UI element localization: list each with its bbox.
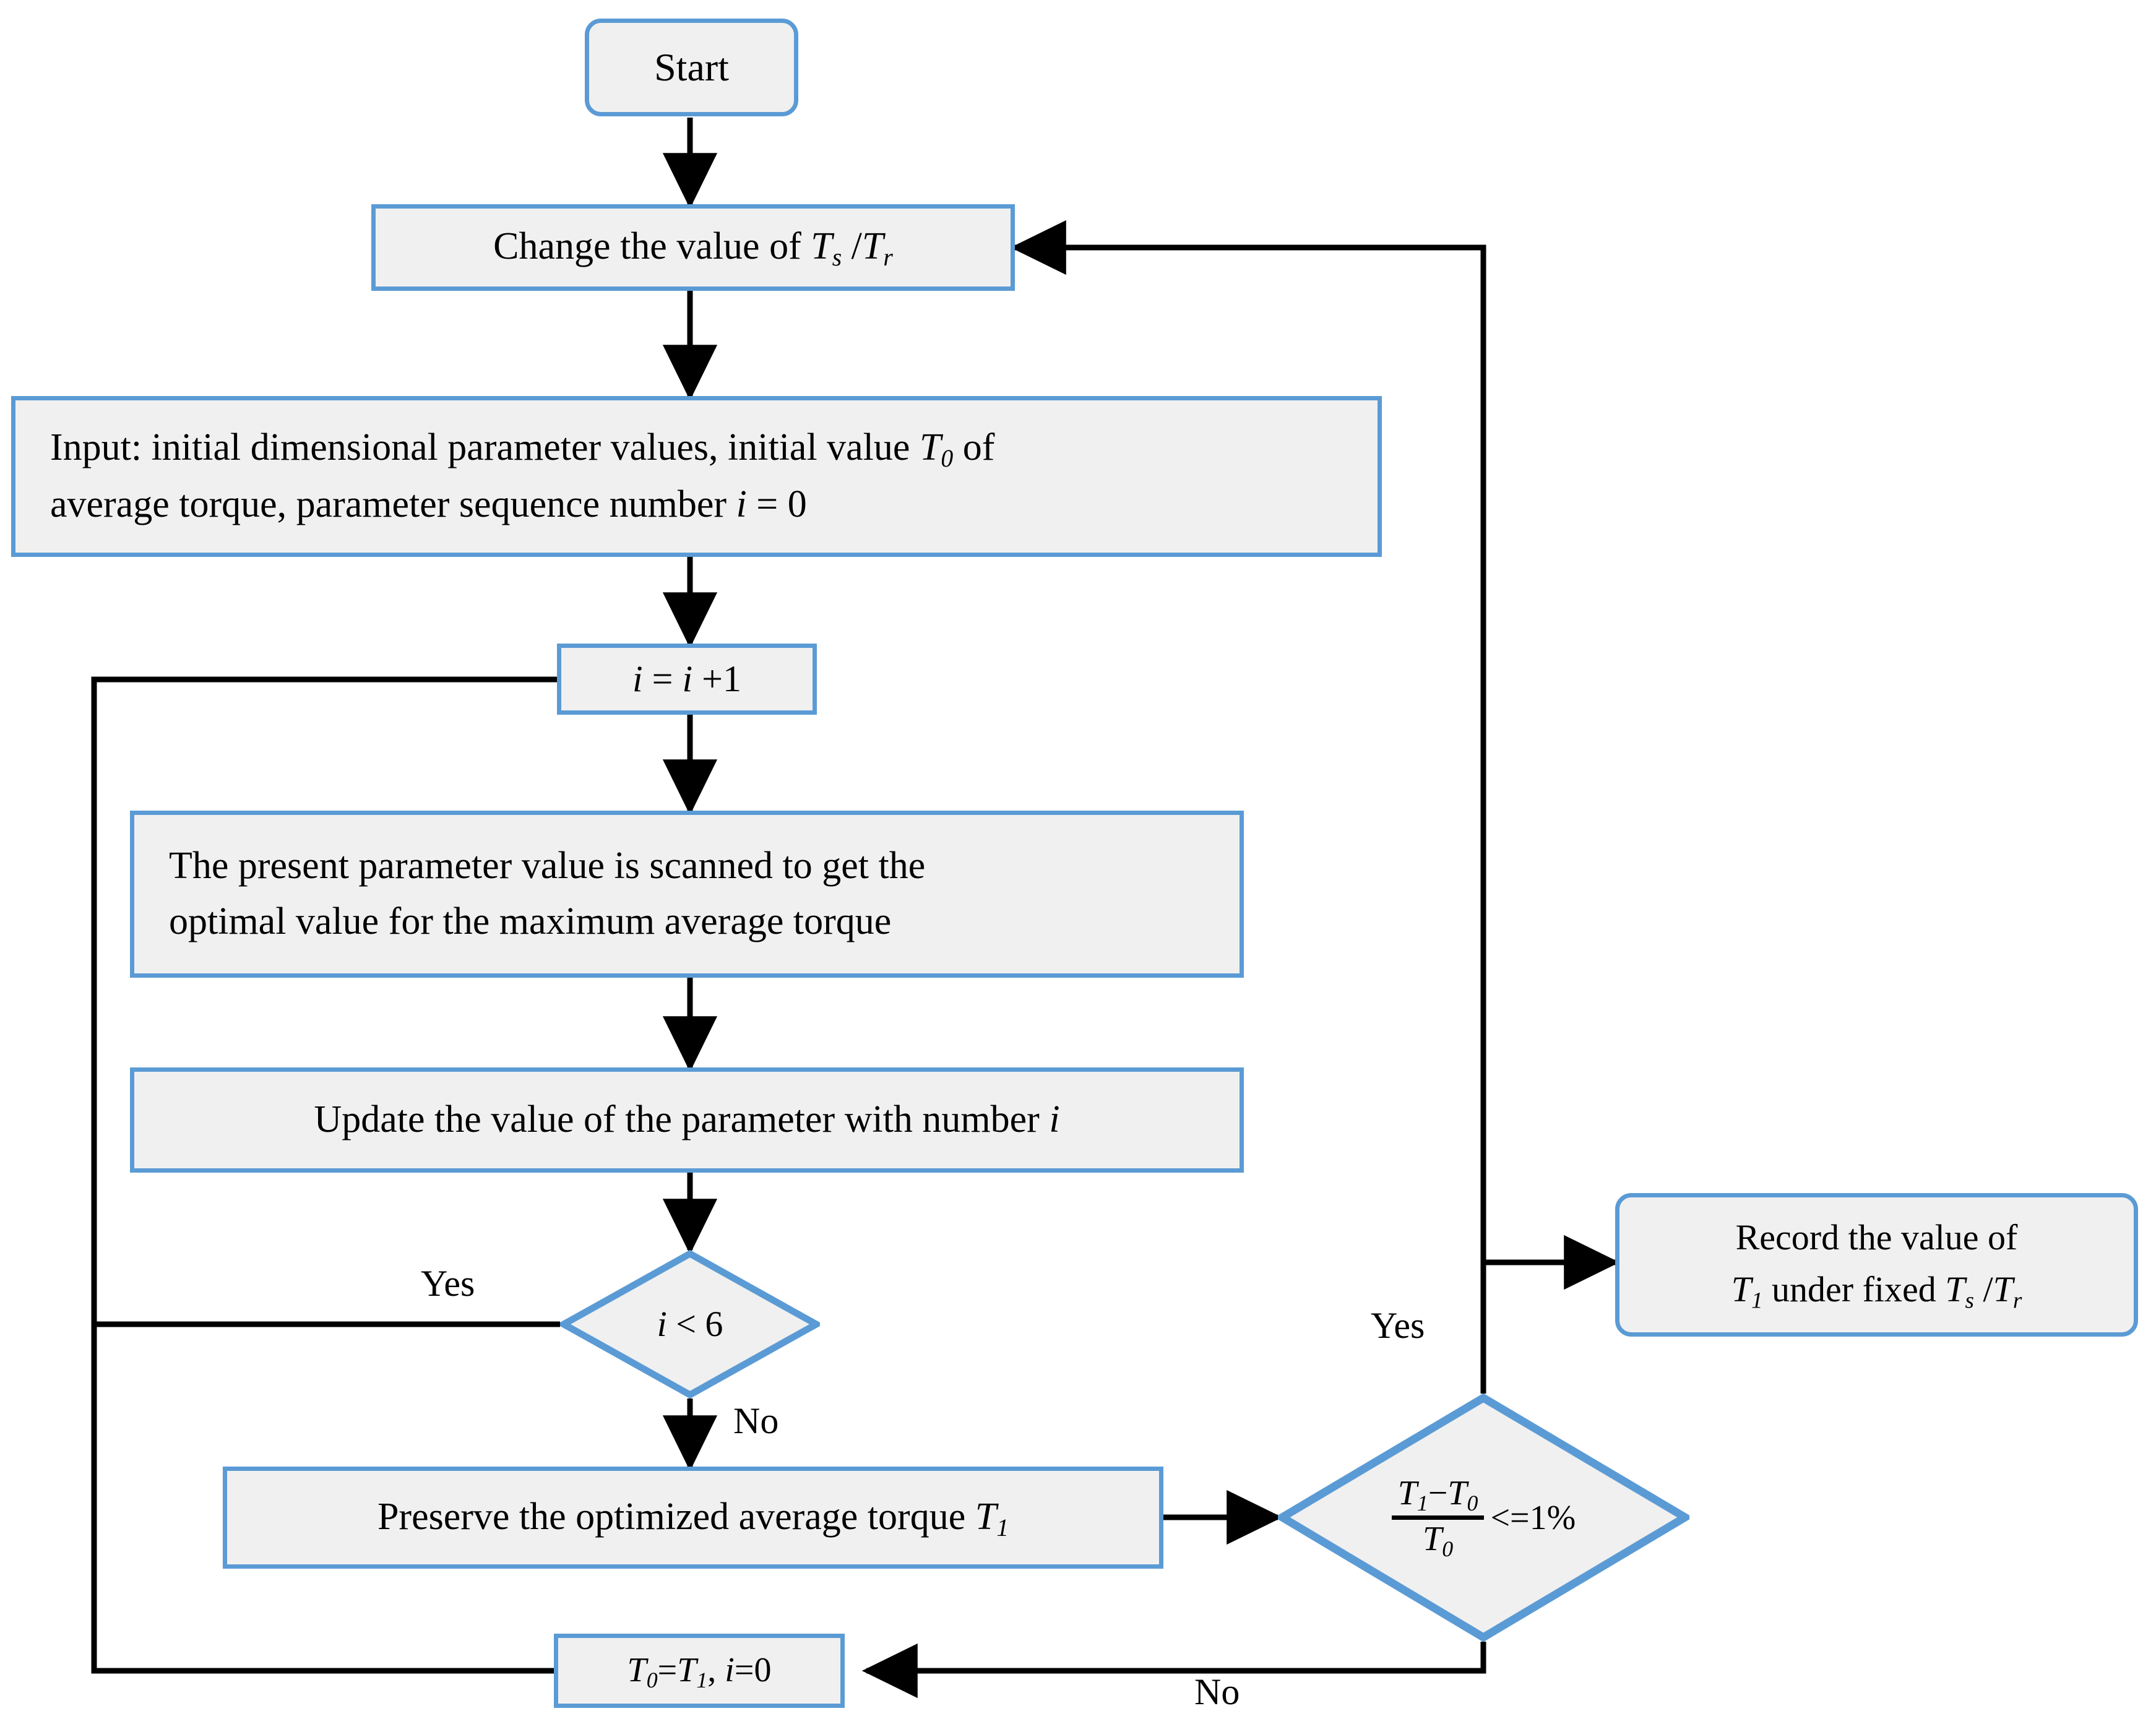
- change-slash: /: [842, 225, 862, 268]
- node-change-label: Change the value of Ts /Tr: [475, 219, 912, 276]
- update-text-i: i: [1049, 1098, 1060, 1141]
- record-Tr: T: [1993, 1269, 2013, 1310]
- increment-eq: =: [642, 658, 683, 699]
- preserve-text-T: T: [975, 1495, 997, 1538]
- reset-sub0: 0: [646, 1667, 658, 1692]
- input-line2-b: = 0: [746, 483, 807, 525]
- input-line1-b: of: [953, 426, 995, 469]
- decision-i-shape: [560, 1250, 820, 1399]
- input-line2-i: i: [736, 483, 747, 525]
- decision-i-expr-rest: < 6: [666, 1303, 723, 1344]
- record-mid: under fixed: [1762, 1269, 1946, 1310]
- record-T1: T: [1731, 1269, 1751, 1310]
- change-sym-tr: T: [861, 225, 884, 268]
- node-reset-label: T0=T1, i=0: [609, 1645, 790, 1697]
- edge-label-yes-tolerance: Yes: [1371, 1305, 1425, 1346]
- node-update-label: Update the value of the parameter with n…: [295, 1092, 1078, 1148]
- tol-den-T0: T: [1423, 1520, 1442, 1558]
- scan-line2: optimal value for the maximum average to…: [169, 900, 892, 942]
- edge-label-no-tolerance: No: [1194, 1671, 1240, 1712]
- node-increment-label: i = i +1: [614, 652, 760, 706]
- input-line2-a: average torque, parameter sequence numbe…: [50, 483, 736, 525]
- node-decision-tolerance[interactable]: T1−T0 T0 <=1%: [1278, 1394, 1689, 1642]
- record-Ts: T: [1945, 1269, 1965, 1310]
- reset-eq1: =: [657, 1650, 678, 1689]
- change-text-prefix: Change the value of: [493, 225, 811, 268]
- node-preserve-label: Preserve the optimized average torque T1: [359, 1489, 1027, 1546]
- tolerance-compare: <=1%: [1490, 1498, 1576, 1537]
- edge-label-no-i-lt-6: No: [733, 1400, 779, 1441]
- decision-tolerance-label: T1−T0 T0 <=1%: [1391, 1474, 1576, 1562]
- node-start-label: Start: [654, 45, 729, 89]
- tolerance-denominator: T0: [1391, 1515, 1485, 1562]
- reset-T1: T: [677, 1650, 697, 1689]
- tolerance-fraction: T1−T0 T0: [1391, 1474, 1485, 1562]
- reset-T0: T: [627, 1650, 647, 1689]
- scan-line1: The present parameter value is scanned t…: [169, 845, 926, 887]
- record-sub1: 1: [1751, 1288, 1763, 1314]
- node-start[interactable]: Start: [585, 19, 798, 116]
- record-line1: Record the value of: [1735, 1217, 2018, 1258]
- node-input-parameters[interactable]: Input: initial dimensional parameter val…: [11, 396, 1382, 557]
- input-line1-T: T: [919, 426, 941, 469]
- preserve-text-sub: 1: [996, 1514, 1009, 1541]
- decision-i-expr-i: i: [657, 1303, 667, 1344]
- node-update-parameter[interactable]: Update the value of the parameter with n…: [130, 1067, 1244, 1173]
- tol-num-T1: T: [1397, 1473, 1417, 1512]
- node-input-label: Input: initial dimensional parameter val…: [15, 420, 1029, 533]
- tol-num-sub1: 1: [1416, 1490, 1428, 1515]
- node-increment-i[interactable]: i = i +1: [557, 644, 817, 715]
- node-change-ts-tr[interactable]: Change the value of Ts /Tr: [371, 204, 1015, 291]
- wire-decision-i-yes-to-increment: [91, 652, 624, 1327]
- reset-sub1: 1: [696, 1667, 708, 1692]
- node-decision-i-lt-6[interactable]: i < 6: [560, 1250, 820, 1399]
- node-reset-t0-i[interactable]: T0=T1, i=0: [554, 1634, 845, 1708]
- edge-label-yes-i-lt-6: Yes: [421, 1263, 475, 1304]
- preserve-text-a: Preserve the optimized average torque: [377, 1495, 975, 1538]
- decision-i-label: i < 6: [657, 1302, 723, 1347]
- tolerance-numerator: T1−T0: [1392, 1474, 1485, 1515]
- change-sym-ts: T: [811, 225, 832, 268]
- reset-comma: ,: [707, 1650, 725, 1689]
- reset-eq2: =0: [734, 1650, 772, 1689]
- tol-den-sub0: 0: [1442, 1537, 1454, 1562]
- record-subr: r: [2012, 1288, 2022, 1314]
- input-line1-a: Input: initial dimensional parameter val…: [50, 426, 920, 469]
- input-line1-sub: 0: [941, 445, 954, 473]
- increment-plus: +1: [692, 658, 742, 699]
- node-scan-parameter[interactable]: The present parameter value is scanned t…: [130, 811, 1244, 978]
- update-text-a: Update the value of the parameter with n…: [314, 1098, 1050, 1141]
- record-slash: /: [1973, 1269, 1993, 1310]
- tol-num-minus: −: [1428, 1473, 1448, 1512]
- change-sub-s: s: [832, 244, 842, 272]
- wire-decision-t-no-to-reset: [861, 1642, 1486, 1699]
- reset-i: i: [725, 1650, 735, 1689]
- node-record-value[interactable]: Record the value of T1 under fixed Ts /T…: [1615, 1193, 2138, 1337]
- increment-i2: i: [682, 658, 693, 699]
- change-sub-r: r: [883, 244, 893, 272]
- node-scan-label: The present parameter value is scanned t…: [134, 838, 960, 950]
- increment-i1: i: [632, 658, 643, 699]
- node-preserve-torque[interactable]: Preserve the optimized average torque T1: [223, 1467, 1163, 1569]
- node-record-label: Record the value of T1 under fixed Ts /T…: [1713, 1212, 2041, 1317]
- tol-num-sub0: 0: [1467, 1490, 1478, 1515]
- tol-num-T0: T: [1447, 1473, 1467, 1512]
- record-subs: s: [1965, 1288, 1974, 1314]
